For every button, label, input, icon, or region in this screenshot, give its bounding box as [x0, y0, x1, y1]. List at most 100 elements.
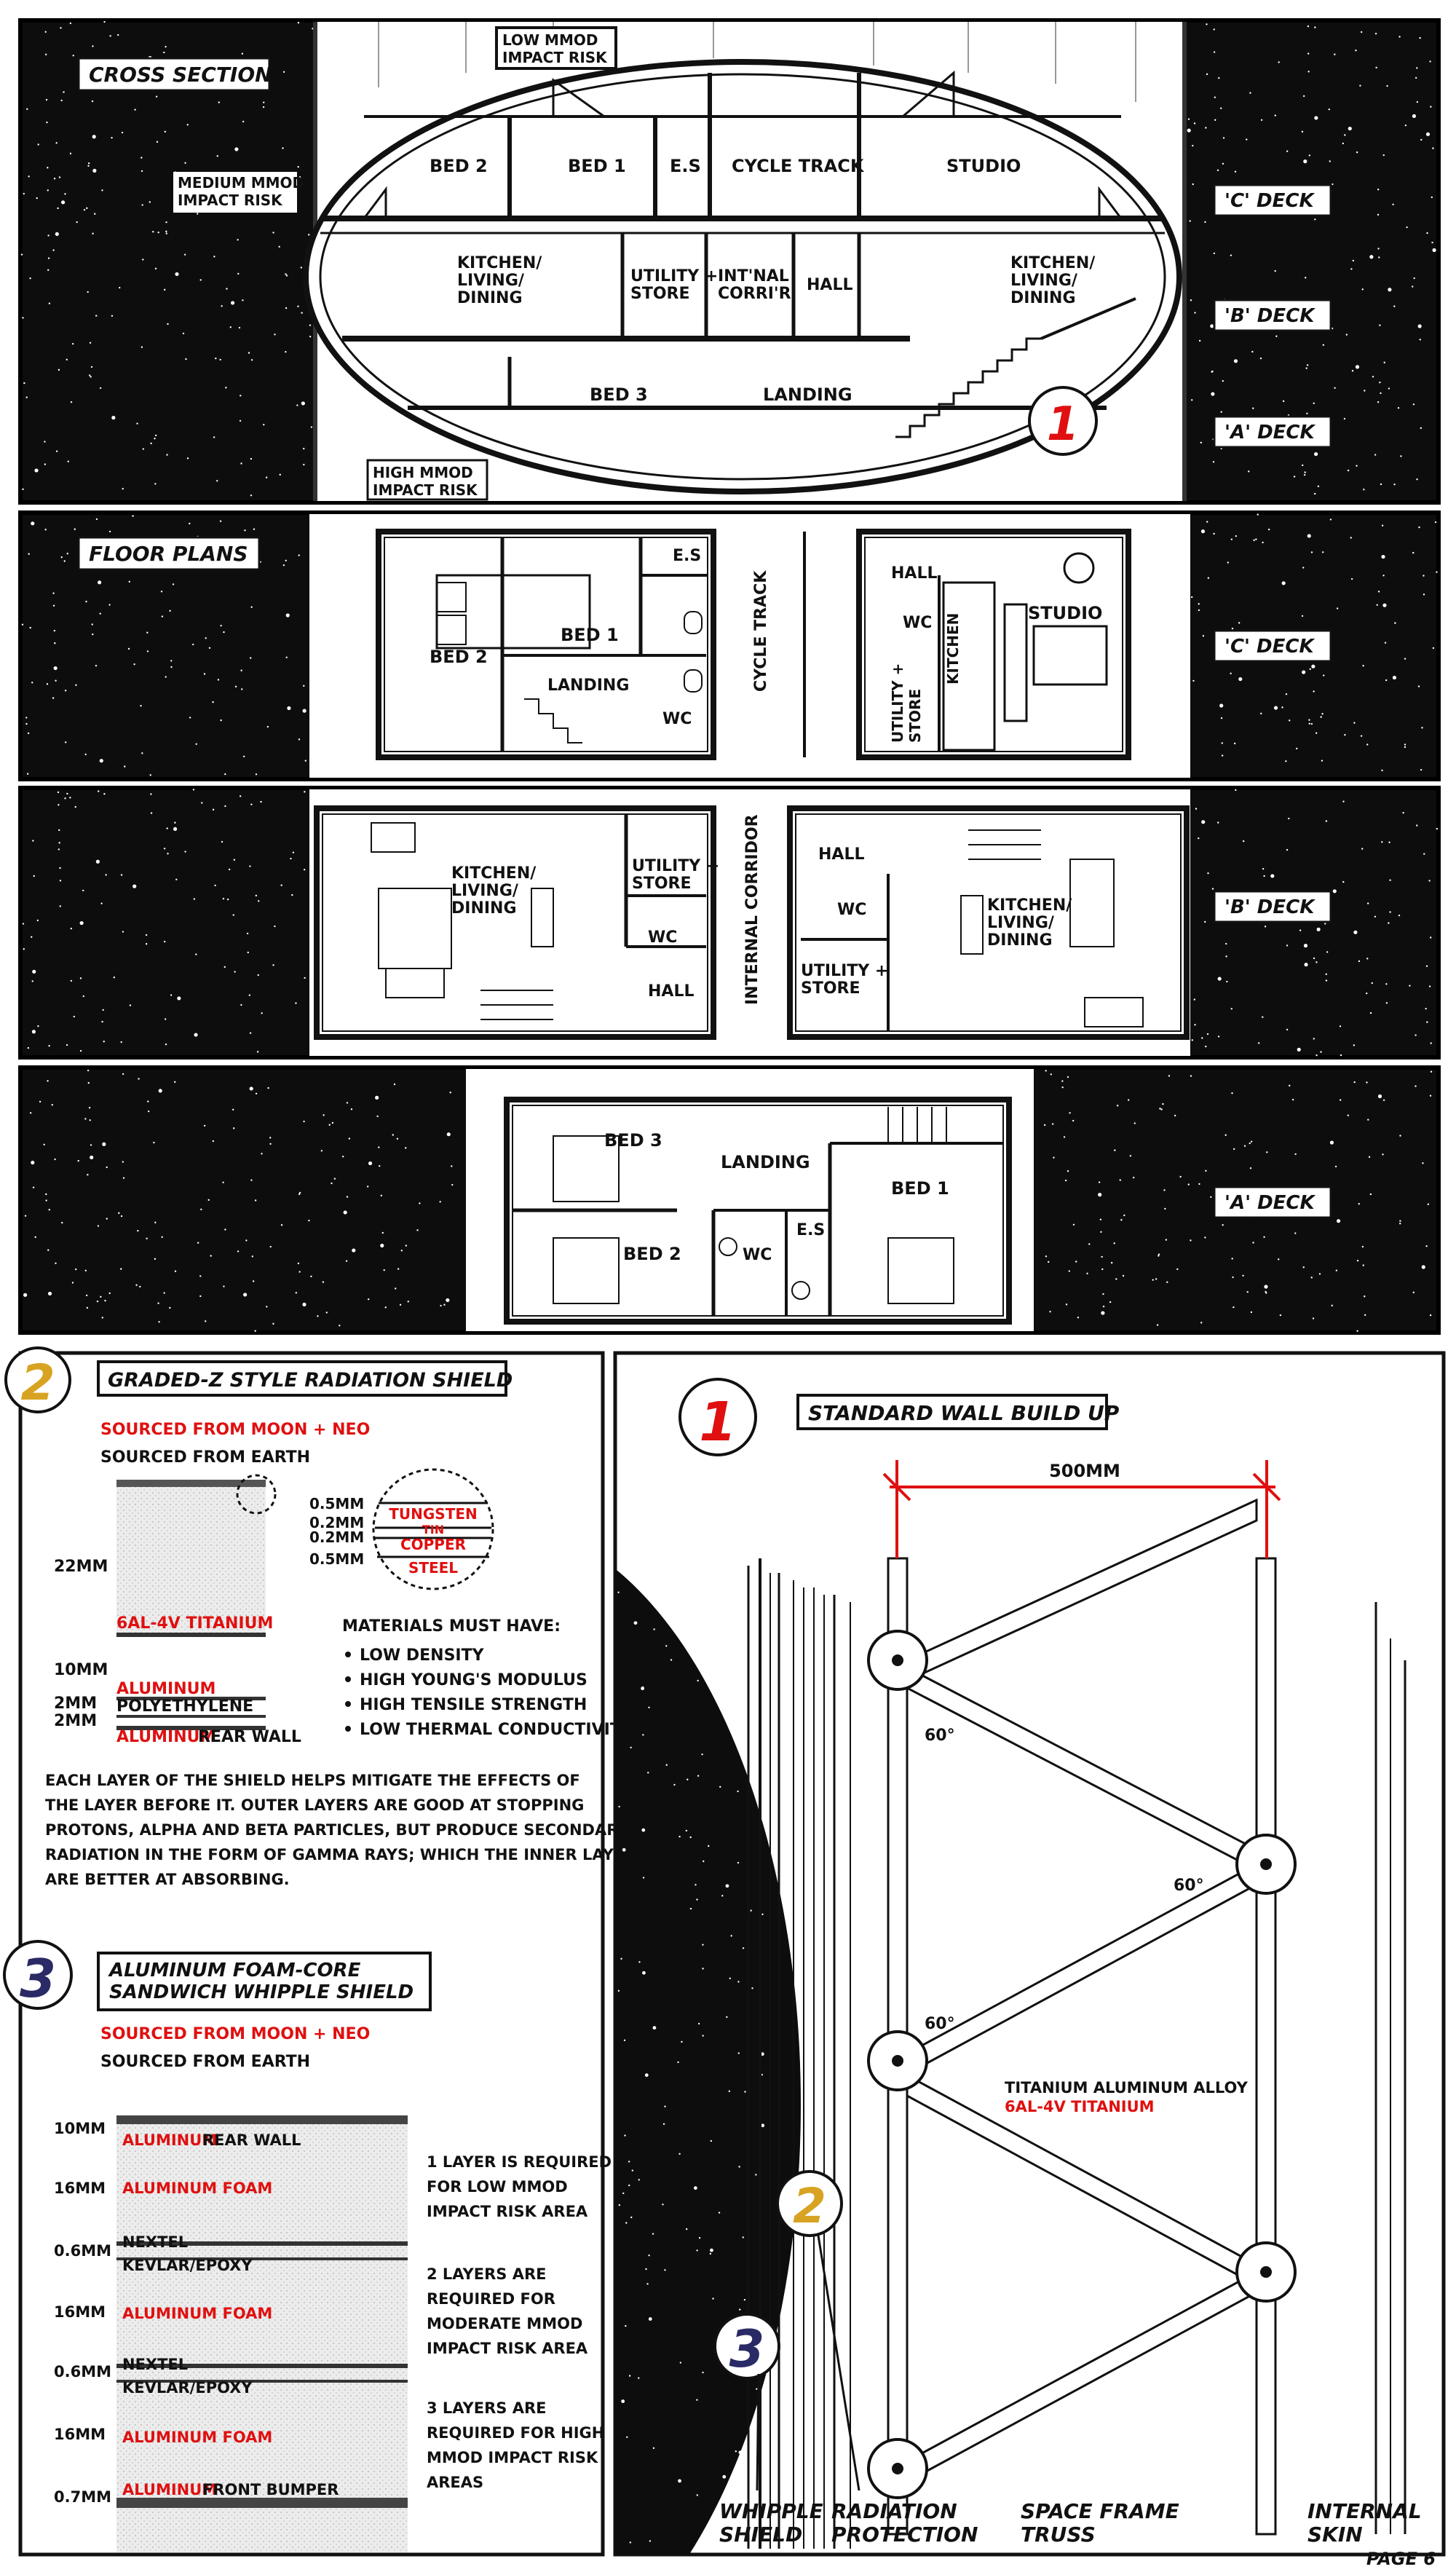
star — [1210, 1196, 1212, 1198]
star — [730, 2517, 732, 2520]
star — [1342, 142, 1345, 145]
star — [101, 1317, 103, 1319]
star — [172, 583, 175, 585]
star — [29, 626, 31, 629]
star — [1233, 359, 1238, 363]
star — [75, 1268, 77, 1271]
star — [1190, 299, 1192, 301]
star — [23, 1293, 28, 1297]
star — [87, 291, 89, 293]
star — [230, 301, 235, 305]
star — [308, 234, 310, 236]
star — [250, 803, 253, 805]
star — [303, 447, 305, 450]
star — [721, 1895, 724, 1897]
wall-number: 1 — [699, 1391, 737, 1453]
star — [626, 2436, 628, 2439]
star — [649, 2540, 652, 2542]
star — [95, 859, 100, 864]
star — [641, 1591, 644, 1593]
star — [1051, 1123, 1054, 1125]
star — [1214, 96, 1216, 98]
star — [1324, 923, 1326, 925]
star — [1307, 25, 1310, 28]
star — [1206, 1033, 1209, 1035]
star — [272, 1322, 274, 1325]
star — [1434, 521, 1437, 524]
floor-plan-c-panel: FLOOR PLANS BED 2 BED 1 E.S LANDING WC C… — [18, 510, 1441, 781]
star — [1329, 518, 1332, 521]
wall-dimension: 500MM — [1049, 1461, 1120, 1481]
star — [1317, 485, 1320, 488]
star — [1294, 1232, 1297, 1234]
star — [304, 760, 307, 762]
star — [1393, 483, 1396, 486]
star — [1423, 593, 1425, 596]
star — [22, 488, 24, 491]
star — [199, 279, 202, 281]
label-skin-2: SKIN — [1307, 2522, 1363, 2547]
star — [165, 230, 167, 233]
star — [95, 518, 98, 521]
star — [1226, 980, 1228, 983]
star — [1238, 622, 1241, 624]
star — [79, 977, 82, 979]
star — [696, 2249, 698, 2252]
star — [1371, 982, 1373, 985]
star — [1344, 134, 1346, 136]
star — [239, 795, 242, 797]
star — [23, 192, 25, 195]
star — [346, 1196, 349, 1198]
star — [1218, 76, 1220, 79]
star — [648, 1706, 650, 1708]
star — [395, 1287, 397, 1290]
star — [1362, 665, 1364, 667]
star — [309, 324, 312, 326]
fb-hall-right: HALL — [818, 845, 864, 864]
star — [216, 480, 218, 482]
star — [23, 948, 25, 950]
star — [150, 442, 152, 445]
star — [1427, 1203, 1430, 1205]
star — [304, 791, 306, 793]
note-low-3: IMPACT RISK AREA — [427, 2203, 588, 2220]
fb-kitchen-3: DINING — [451, 899, 517, 918]
star — [285, 656, 288, 658]
fc-es: E.S — [673, 547, 701, 565]
star — [55, 232, 59, 237]
star — [1293, 476, 1296, 478]
star — [1302, 1266, 1305, 1269]
star — [451, 1183, 454, 1186]
star — [325, 1311, 328, 1314]
star — [47, 269, 50, 272]
star — [1221, 742, 1223, 744]
star — [269, 1137, 272, 1139]
star — [1262, 867, 1265, 870]
star — [250, 457, 253, 460]
star — [274, 925, 276, 928]
star — [1325, 820, 1328, 822]
star — [246, 932, 249, 935]
star — [1225, 955, 1227, 958]
star — [54, 642, 56, 644]
star — [1101, 1311, 1105, 1315]
star — [297, 305, 299, 307]
star — [31, 682, 33, 684]
star — [1158, 1253, 1160, 1255]
star — [70, 927, 72, 930]
star — [1253, 539, 1255, 542]
fa-landing: LANDING — [721, 1152, 810, 1172]
star — [709, 2252, 712, 2255]
star — [1264, 926, 1267, 928]
star — [186, 457, 189, 459]
star — [1250, 1140, 1253, 1143]
star — [63, 560, 66, 562]
star — [161, 615, 164, 618]
star — [85, 1294, 88, 1297]
star — [342, 1156, 344, 1158]
deck-tag-b: 'B' DECK — [1213, 299, 1332, 332]
star — [1428, 880, 1431, 882]
star — [1355, 365, 1360, 369]
star — [320, 1150, 323, 1152]
star — [71, 1282, 74, 1284]
